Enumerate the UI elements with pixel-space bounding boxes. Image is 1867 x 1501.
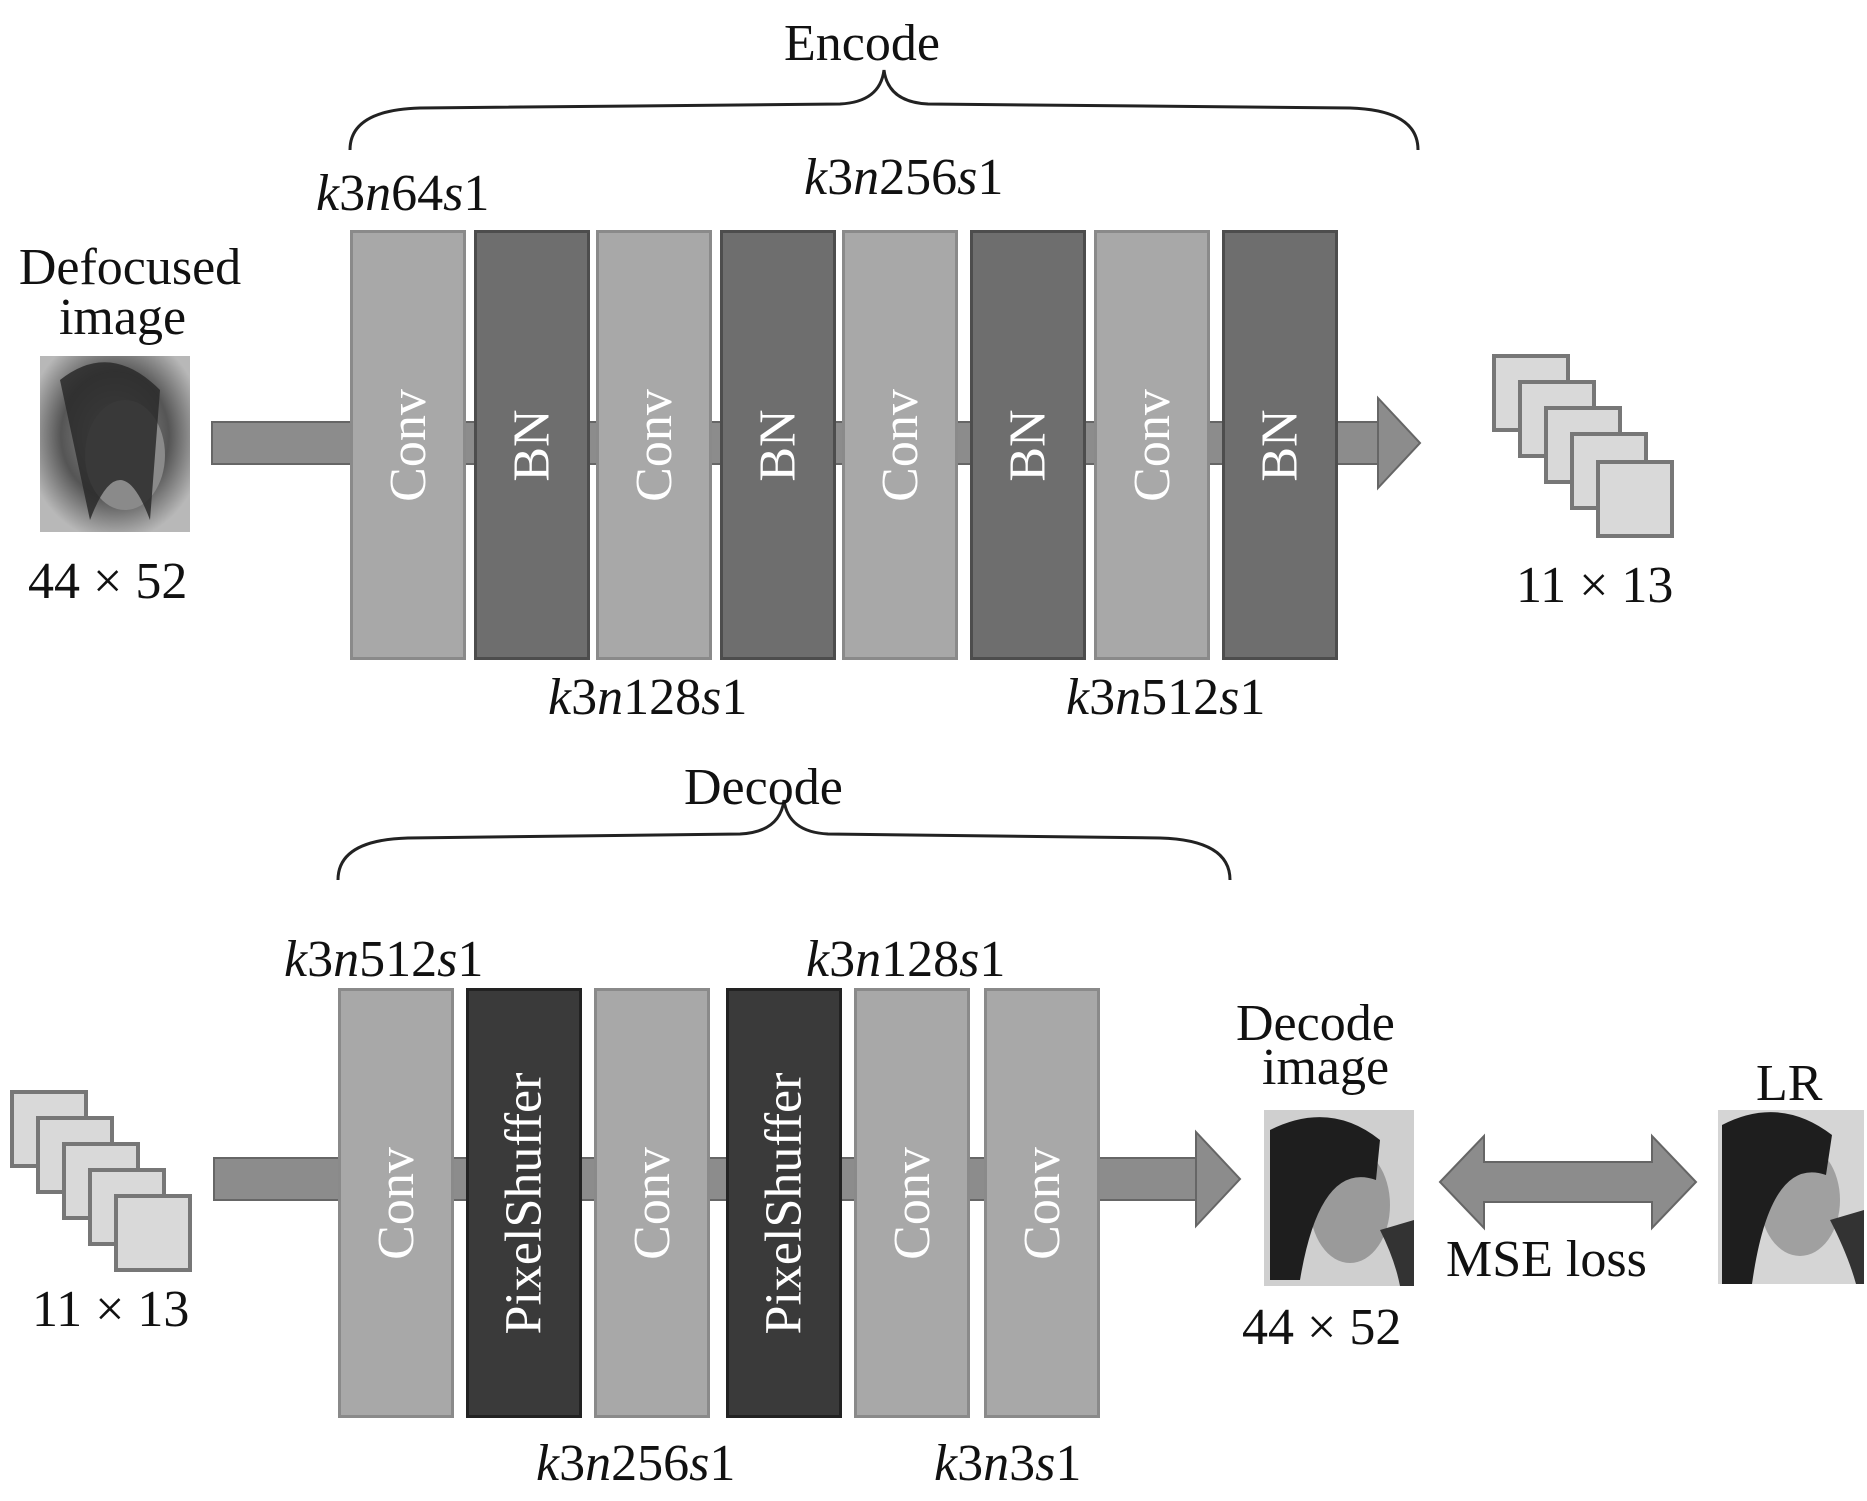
encode-arrow-head [1377, 395, 1422, 491]
encode-spec-k3n128s1: k3n128s1 [548, 669, 748, 726]
decode-conv-1: Conv [338, 988, 454, 1418]
encode-conv-3: Conv [842, 230, 958, 660]
defocused-image-label-line1: Defocused [18, 239, 242, 296]
decode-image-size: 44 × 52 [1242, 1299, 1402, 1356]
encode-bn-2: BN [720, 230, 836, 660]
encode-feature-maps [1492, 354, 1674, 538]
encode-brace [348, 69, 1420, 151]
encode-title: Encode [784, 15, 940, 72]
encode-conv-1: Conv [350, 230, 466, 660]
encode-output-size: 11 × 13 [1516, 557, 1674, 614]
decode-arrow-head [1195, 1129, 1242, 1229]
decode-conv-4: Conv [984, 988, 1100, 1418]
mse-loss-label: MSE loss [1446, 1231, 1647, 1288]
defocused-image-label-line2: image [58, 289, 187, 346]
mse-double-arrow [1438, 1133, 1698, 1231]
encode-spec-k3n512s1: k3n512s1 [1066, 669, 1266, 726]
encode-bn-3: BN [970, 230, 1086, 660]
decoded-face-image [1264, 1110, 1414, 1286]
encode-spec-k3n256s1: k3n256s1 [804, 149, 1004, 206]
decode-spec-k3n3s1: k3n3s1 [934, 1435, 1082, 1492]
decode-input-size: 11 × 13 [32, 1281, 190, 1338]
encode-bn-4: BN [1222, 230, 1338, 660]
decode-pixelshuffer-1: PixelShuffer [466, 988, 582, 1418]
lr-face-image [1718, 1110, 1864, 1284]
encode-bn-1: BN [474, 230, 590, 660]
defocused-face-image [40, 356, 190, 532]
decode-conv-2: Conv [594, 988, 710, 1418]
decode-spec-k3n128s1: k3n128s1 [806, 931, 1006, 988]
decode-input-feature-maps [10, 1090, 192, 1272]
decode-pixelshuffer-2: PixelShuffer [726, 988, 842, 1418]
encode-spec-k3n64s1: k3n64s1 [316, 165, 490, 222]
decode-image-label-line2: image [1262, 1039, 1390, 1096]
decode-brace [336, 799, 1232, 881]
decode-image-label-line1: Decode [1236, 995, 1395, 1052]
encode-conv-2: Conv [596, 230, 712, 660]
defocused-image-size: 44 × 52 [28, 553, 188, 610]
encode-conv-4: Conv [1094, 230, 1210, 660]
decode-conv-3: Conv [854, 988, 970, 1418]
decode-spec-k3n256s1: k3n256s1 [536, 1435, 736, 1492]
decode-spec-k3n512s1: k3n512s1 [284, 931, 484, 988]
lr-label: LR [1756, 1055, 1823, 1112]
decode-title: Decode [684, 759, 843, 816]
